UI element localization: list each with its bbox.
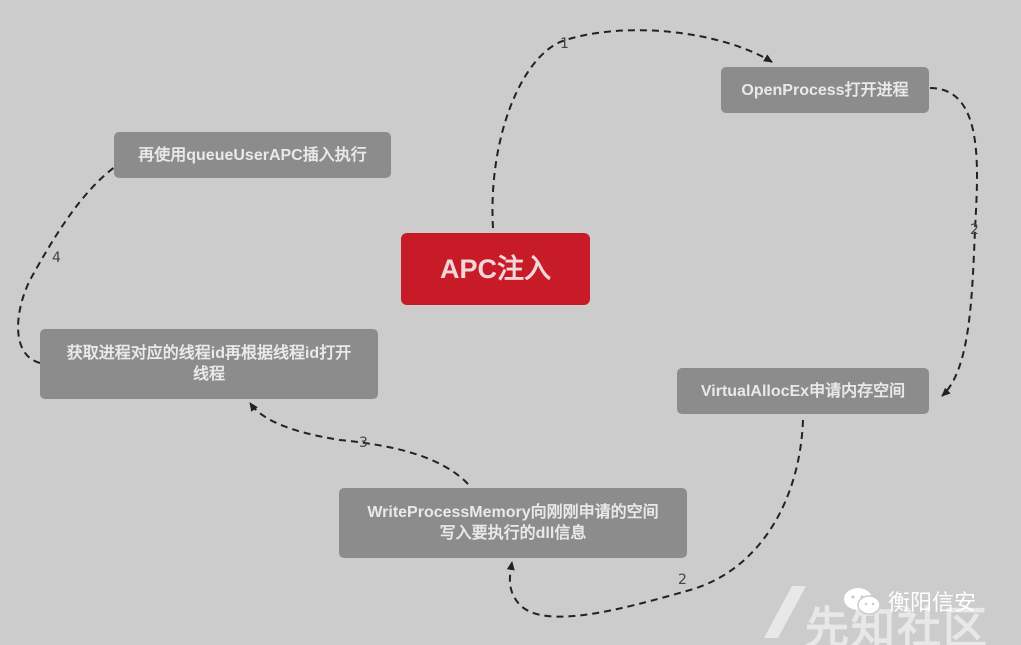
node-virtual-alloc-label: VirtualAllocEx申请内存空间 bbox=[700, 382, 906, 400]
edge-center-to-openprocess bbox=[491, 29, 773, 229]
node-queue-apc-label: 再使用queueUserAPC插入执行 bbox=[138, 146, 367, 164]
edge-getthread-to-queueapc bbox=[17, 154, 136, 364]
wechat-icon bbox=[844, 588, 881, 615]
edge-label-4: 4 bbox=[52, 250, 61, 266]
edge-label-3: 3 bbox=[359, 435, 368, 451]
node-queue-apc: 再使用queueUserAPC插入执行 bbox=[114, 132, 391, 178]
edge-openprocess-to-virtualalloc bbox=[929, 87, 979, 397]
edge-label-2b: 2 bbox=[678, 572, 687, 588]
node-write-memory-line2: 写入要执行的dll信息 bbox=[439, 525, 587, 542]
node-write-memory: WriteProcessMemory向刚刚申请的空间 写入要执行的dll信息 bbox=[339, 488, 687, 558]
node-virtual-alloc: VirtualAllocEx申请内存空间 bbox=[677, 368, 929, 414]
brand-name: 衡阳信安 bbox=[888, 591, 977, 616]
node-get-thread-line2: 线程 bbox=[192, 366, 225, 383]
edge-writememory-to-getthread bbox=[249, 402, 469, 485]
edge-label-1: 1 bbox=[560, 36, 569, 52]
node-write-memory-line1: WriteProcessMemory向刚刚申请的空间 bbox=[367, 504, 659, 521]
watermark-shape-icon bbox=[764, 586, 806, 638]
watermark-logo bbox=[764, 586, 806, 638]
edge-virtualalloc-to-writememory bbox=[506, 419, 804, 618]
node-get-thread: 获取进程对应的线程id再根据线程id打开 线程 bbox=[40, 329, 378, 399]
center-node-label: APC注入 bbox=[439, 253, 551, 284]
watermark-text: 先知社区 bbox=[805, 603, 989, 645]
node-open-process: OpenProcess打开进程 bbox=[721, 67, 929, 113]
node-open-process-label: OpenProcess打开进程 bbox=[741, 81, 909, 99]
center-node: APC注入 bbox=[401, 233, 590, 305]
brand-badge: 衡阳信安 bbox=[842, 585, 976, 617]
node-get-thread-line1: 获取进程对应的线程id再根据线程id打开 bbox=[66, 345, 352, 362]
edge-label-2: 2 bbox=[970, 222, 979, 238]
